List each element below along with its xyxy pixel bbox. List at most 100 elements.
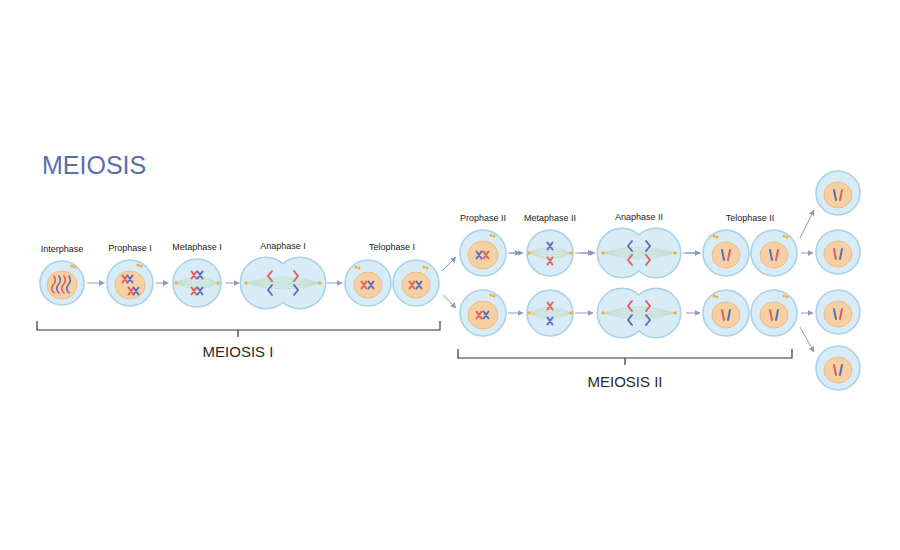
centrosome xyxy=(601,251,605,255)
nucleus xyxy=(824,301,852,327)
chromosome xyxy=(548,318,553,325)
stage-arrow xyxy=(87,283,104,284)
chromosome xyxy=(294,285,298,295)
stage-label: Metaphase II xyxy=(522,213,578,224)
cell-membrane xyxy=(345,260,391,306)
chromosome xyxy=(722,250,724,260)
spindle-fibre xyxy=(603,247,675,253)
meiosis-i-bracket xyxy=(37,321,440,337)
centrosome xyxy=(492,294,495,297)
spindle-fibre xyxy=(246,281,320,283)
centrosome xyxy=(136,263,139,266)
cell-membrane xyxy=(816,346,860,390)
stage-arrow xyxy=(508,313,523,314)
spindle-fibre xyxy=(176,281,218,283)
centrosome xyxy=(712,234,715,237)
stage-cell: Anaphase I xyxy=(241,241,325,308)
chromosome xyxy=(628,241,632,251)
centrosome xyxy=(216,281,220,285)
stage-arrow xyxy=(686,313,700,314)
chromosome xyxy=(628,255,632,265)
cell-membrane xyxy=(751,230,797,276)
stage-label: Telophase II xyxy=(702,213,798,224)
phase-label: MEIOSIS II xyxy=(587,373,662,391)
centrosome xyxy=(489,233,492,236)
spindle-fibre xyxy=(603,309,675,313)
nucleus xyxy=(760,302,788,328)
chromosome xyxy=(776,250,778,260)
chromosome xyxy=(728,250,730,260)
chromosome xyxy=(840,190,842,200)
chromosome xyxy=(294,271,298,281)
centrosome xyxy=(422,265,425,268)
spindle-fibre xyxy=(246,283,320,284)
chromosome xyxy=(192,288,197,295)
stage-arrow xyxy=(580,253,595,254)
stage-cell: Telophase II xyxy=(702,213,798,276)
spindle-fibre xyxy=(529,247,571,253)
nucleus xyxy=(824,241,852,267)
centrosome xyxy=(527,251,531,255)
stage-arrow xyxy=(800,327,814,352)
spindle-fibre xyxy=(603,253,675,259)
cell-membrane xyxy=(107,260,153,306)
spindle-fibre xyxy=(246,279,320,283)
chromosome xyxy=(646,255,650,265)
nucleus xyxy=(824,357,852,383)
stage-cell: Prophase I xyxy=(106,243,154,306)
chromosome xyxy=(834,365,836,375)
spindle-fibre xyxy=(529,313,571,319)
centrosome xyxy=(712,294,715,297)
spindle-fibre xyxy=(176,283,218,284)
chromosome xyxy=(134,288,139,295)
stage-cell: Prophase II xyxy=(458,213,508,276)
stage-arrow xyxy=(327,283,342,284)
chromosome xyxy=(628,301,632,311)
chromosome xyxy=(477,252,482,259)
spindle-fibre xyxy=(529,249,571,253)
stage-label: Prophase I xyxy=(106,243,154,254)
centrosome xyxy=(354,265,357,268)
centrosome xyxy=(785,295,788,298)
nucleus xyxy=(468,301,498,329)
spindle-fibre xyxy=(603,253,675,254)
stage-arrow xyxy=(801,313,813,314)
centrosome xyxy=(715,235,718,238)
nucleus xyxy=(354,272,382,298)
stage-arrow xyxy=(508,253,523,254)
spindle-fibre xyxy=(603,313,675,314)
centrosome xyxy=(569,251,573,255)
spindle-fibre xyxy=(246,283,320,289)
stage-cell: Telophase I xyxy=(344,242,440,307)
stage-cell: Metaphase I xyxy=(170,242,224,307)
chromosome xyxy=(268,285,272,295)
nucleus xyxy=(115,271,145,299)
centrosome xyxy=(318,281,322,285)
spindle-fibre xyxy=(529,309,571,313)
chromosome xyxy=(834,190,836,200)
spindle-fibre xyxy=(603,307,675,313)
chromosome xyxy=(198,272,203,279)
cell-membrane xyxy=(703,230,749,276)
centrosome xyxy=(673,251,677,255)
stage-arrow xyxy=(156,283,168,284)
chromosome xyxy=(728,310,730,320)
centrosome xyxy=(715,295,718,298)
centrosome xyxy=(601,311,605,315)
stage-cell: Interphase xyxy=(39,244,86,305)
centrosome xyxy=(357,266,360,269)
centrosome xyxy=(782,294,785,297)
stage-label: Interphase xyxy=(39,244,86,255)
stage-cell: Anaphase II xyxy=(597,212,681,277)
chromosome xyxy=(770,310,772,320)
chromosome xyxy=(369,282,374,289)
centrosome xyxy=(782,234,785,237)
spindle-fibre xyxy=(603,313,675,319)
spindle-fibre xyxy=(529,307,571,313)
spindle-fibre xyxy=(603,249,675,253)
chromosome xyxy=(840,249,842,259)
chromosome xyxy=(548,258,553,265)
spindle-fibre xyxy=(246,277,320,283)
